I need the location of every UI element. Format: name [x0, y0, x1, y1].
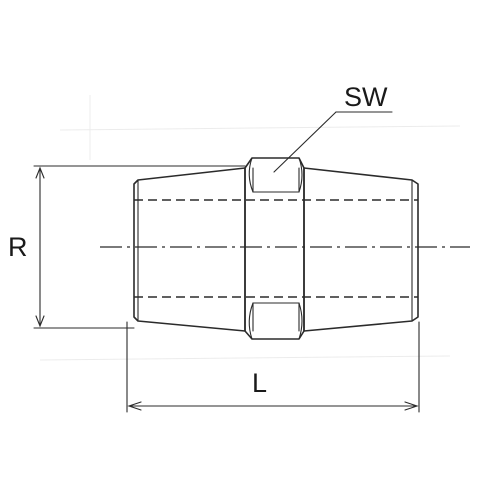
l-dimension — [126, 321, 420, 413]
l-dimension-label: L — [252, 368, 267, 398]
r-dimension-label: R — [8, 232, 28, 262]
left-threaded-body — [133, 167, 246, 332]
right-threaded-body — [303, 167, 419, 332]
sw-label: SW — [344, 82, 388, 112]
sw-leader — [273, 111, 393, 173]
r-dimension — [33, 165, 246, 329]
hex-nut — [244, 157, 305, 340]
background-artefacts — [39, 95, 461, 361]
hidden-bore-lines — [134, 199, 418, 298]
